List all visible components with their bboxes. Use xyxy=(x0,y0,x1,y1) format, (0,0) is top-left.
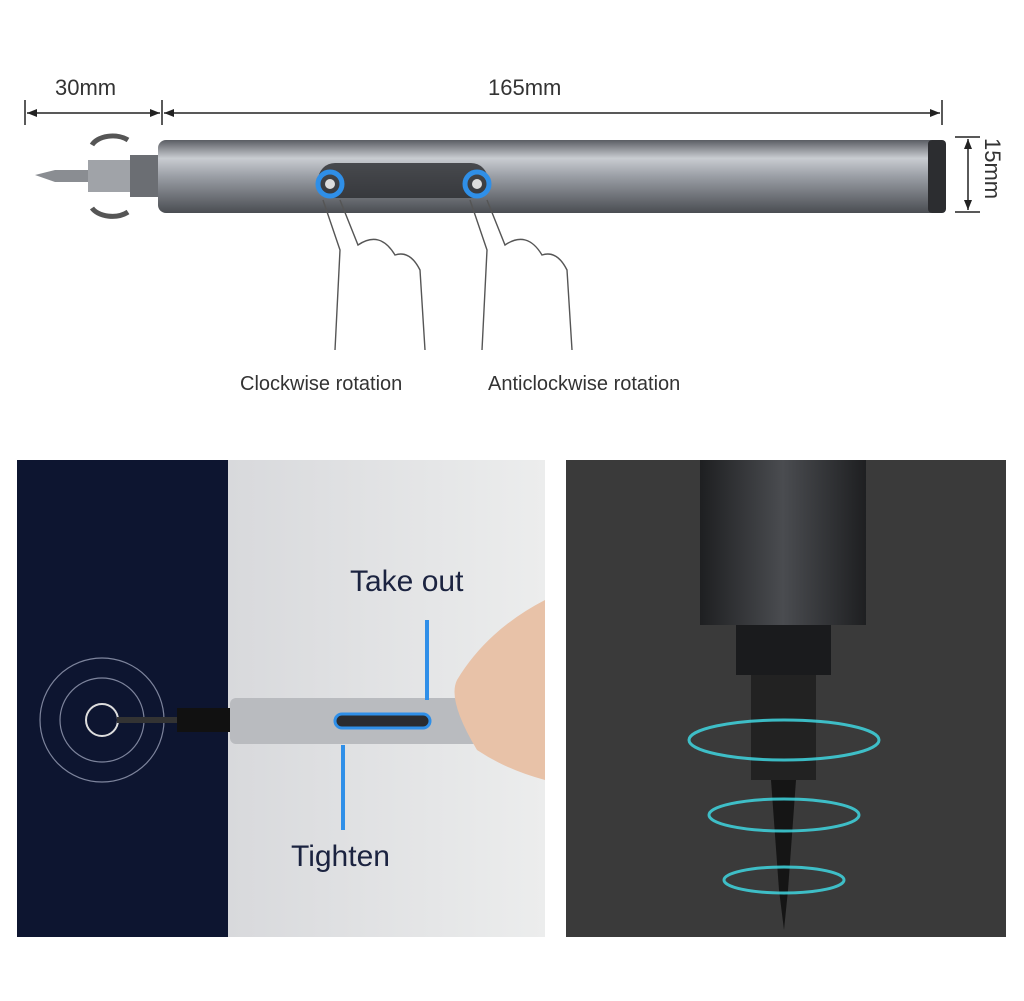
screwdriver-bit xyxy=(35,155,160,197)
usage-photo-left: Take out Tighten xyxy=(17,460,545,937)
tightening-illustration xyxy=(39,600,545,830)
screwdriver-dimension-diagram xyxy=(24,100,980,351)
hand-outline-icon xyxy=(322,199,573,351)
take-out-label: Take out xyxy=(350,565,464,598)
tip-length-label: 30mm xyxy=(55,75,117,100)
bit-rotation-illustration xyxy=(687,460,881,930)
screwdriver-body xyxy=(158,140,938,213)
dimension-lines xyxy=(24,100,980,213)
clockwise-label: Clockwise rotation xyxy=(240,373,403,395)
rotation-arrows-icon xyxy=(89,133,130,219)
anticlockwise-label: Anticlockwise rotation xyxy=(488,373,681,395)
tighten-label: Tighten xyxy=(291,840,390,873)
rotation-photo-right xyxy=(566,460,1006,937)
body-length-label: 165mm xyxy=(488,75,562,100)
diameter-label: 15mm xyxy=(980,138,1005,200)
button-anticlockwise-icon xyxy=(462,169,492,199)
button-clockwise-icon xyxy=(315,169,345,199)
